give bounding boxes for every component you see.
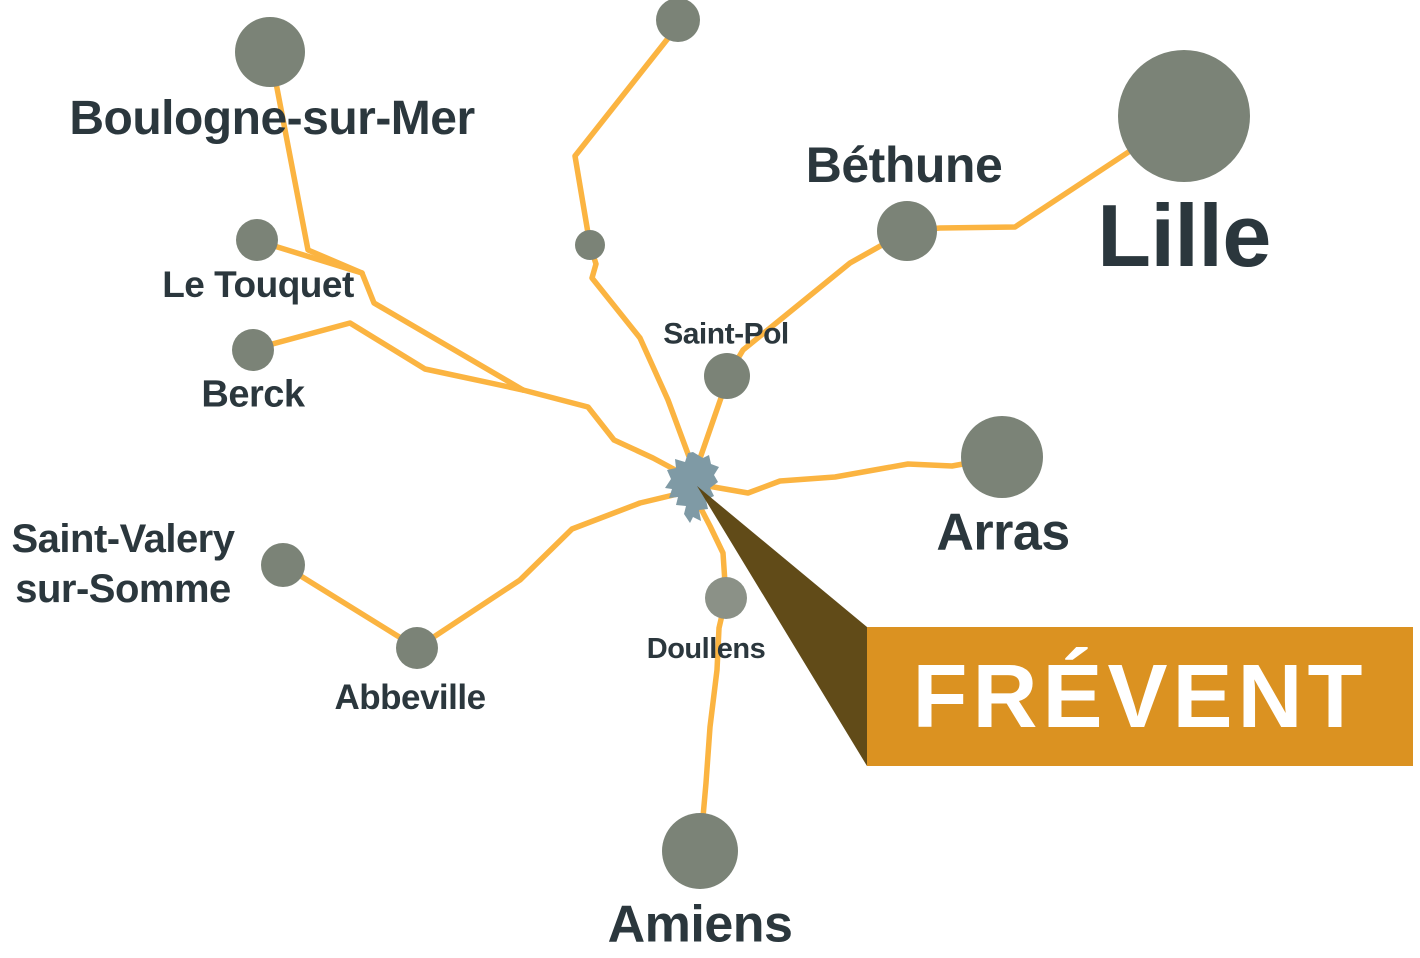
label-arras: Arras — [936, 503, 1070, 562]
waypoint-dot-north — [656, 0, 700, 42]
label-le-touquet: Le Touquet — [162, 263, 354, 305]
label-saint-valery: Saint-Valery sur-Somme — [11, 517, 235, 611]
route-berck — [251, 320, 526, 393]
city-dots — [232, 0, 1250, 889]
route-junction-frevent — [520, 387, 697, 483]
city-dot-saint-pol — [704, 353, 750, 399]
city-dot-amiens — [662, 813, 738, 889]
label-boulogne: Boulogne-sur-Mer — [69, 92, 475, 145]
city-dot-doullens — [705, 577, 747, 619]
city-dot-arras — [961, 416, 1043, 498]
label-doullens: Doullens — [646, 632, 766, 665]
frevent-area-shape — [665, 452, 719, 523]
city-dot-lille — [1118, 50, 1250, 182]
city-dot-saint-valery — [261, 543, 305, 587]
route-saint-valery — [280, 562, 420, 651]
route-coast-junction — [359, 270, 526, 393]
city-dot-abbeville — [396, 627, 438, 669]
route-doullens-amiens — [695, 500, 729, 854]
label-amiens: Amiens — [607, 895, 793, 954]
label-abbeville: Abbeville — [334, 678, 486, 718]
label-lille: Lille — [1097, 186, 1271, 285]
route-arras — [705, 454, 1005, 496]
label-berck: Berck — [201, 373, 305, 416]
frevent-banner-label: FRÉVENT — [912, 646, 1368, 747]
city-dot-bethune — [877, 201, 937, 261]
label-saint-pol: Saint-Pol — [663, 317, 789, 351]
frevent-banner: FRÉVENT — [867, 627, 1413, 766]
city-dot-boulogne — [235, 17, 305, 87]
city-dot-le-touquet — [236, 219, 278, 261]
waypoint-dot-mid-north — [575, 230, 605, 260]
city-dot-berck — [232, 329, 274, 371]
route-abbeville — [414, 489, 689, 651]
callout-beak — [697, 486, 867, 766]
route-north — [572, 29, 694, 465]
label-bethune: Béthune — [805, 136, 1003, 193]
